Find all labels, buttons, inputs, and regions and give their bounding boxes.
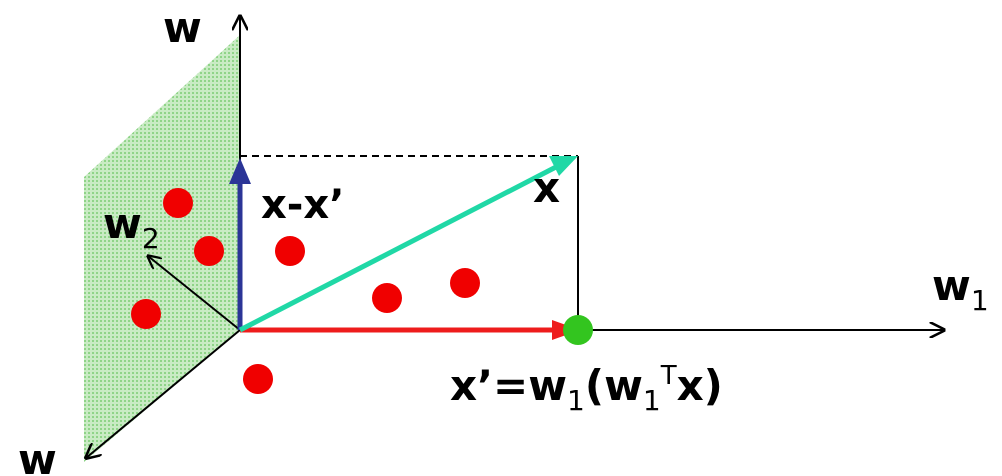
w1-axis-label-sub: 1 — [971, 284, 989, 317]
formula-sub2: 1 — [643, 384, 661, 417]
axis-bottom-left-label: w — [18, 435, 57, 476]
x-vector-label: x — [533, 163, 560, 212]
w1-axis-label: w1 — [932, 261, 989, 317]
w2-arrow — [148, 256, 241, 331]
data-point — [243, 364, 273, 394]
data-point — [163, 188, 193, 218]
residual-label: x-x’ — [261, 182, 344, 228]
data-point — [450, 268, 480, 298]
w2-label: w2 — [103, 199, 160, 255]
formula-sup: T — [660, 361, 677, 391]
data-point — [194, 236, 224, 266]
projection-point — [563, 315, 593, 345]
depth-axis — [86, 329, 241, 458]
axis-top-label: w — [163, 3, 202, 52]
formula-sub1: 1 — [567, 384, 585, 417]
data-point — [131, 299, 161, 329]
data-point — [275, 236, 305, 266]
hyperplane — [84, 35, 240, 462]
w2-label-base: w — [103, 199, 142, 248]
formula-mid: (w — [585, 361, 643, 410]
projection-formula: x’=w1(w1Tx) — [450, 361, 723, 417]
formula-prefix: x’=w — [450, 361, 567, 410]
formula-suffix: x) — [677, 361, 723, 410]
w1-axis-label-base: w — [932, 261, 971, 310]
w2-label-sub: 2 — [142, 222, 160, 255]
data-point — [372, 283, 402, 313]
x-vector — [238, 164, 558, 333]
residual-arrowhead — [229, 158, 251, 184]
x-vector-arrowhead — [549, 156, 578, 176]
